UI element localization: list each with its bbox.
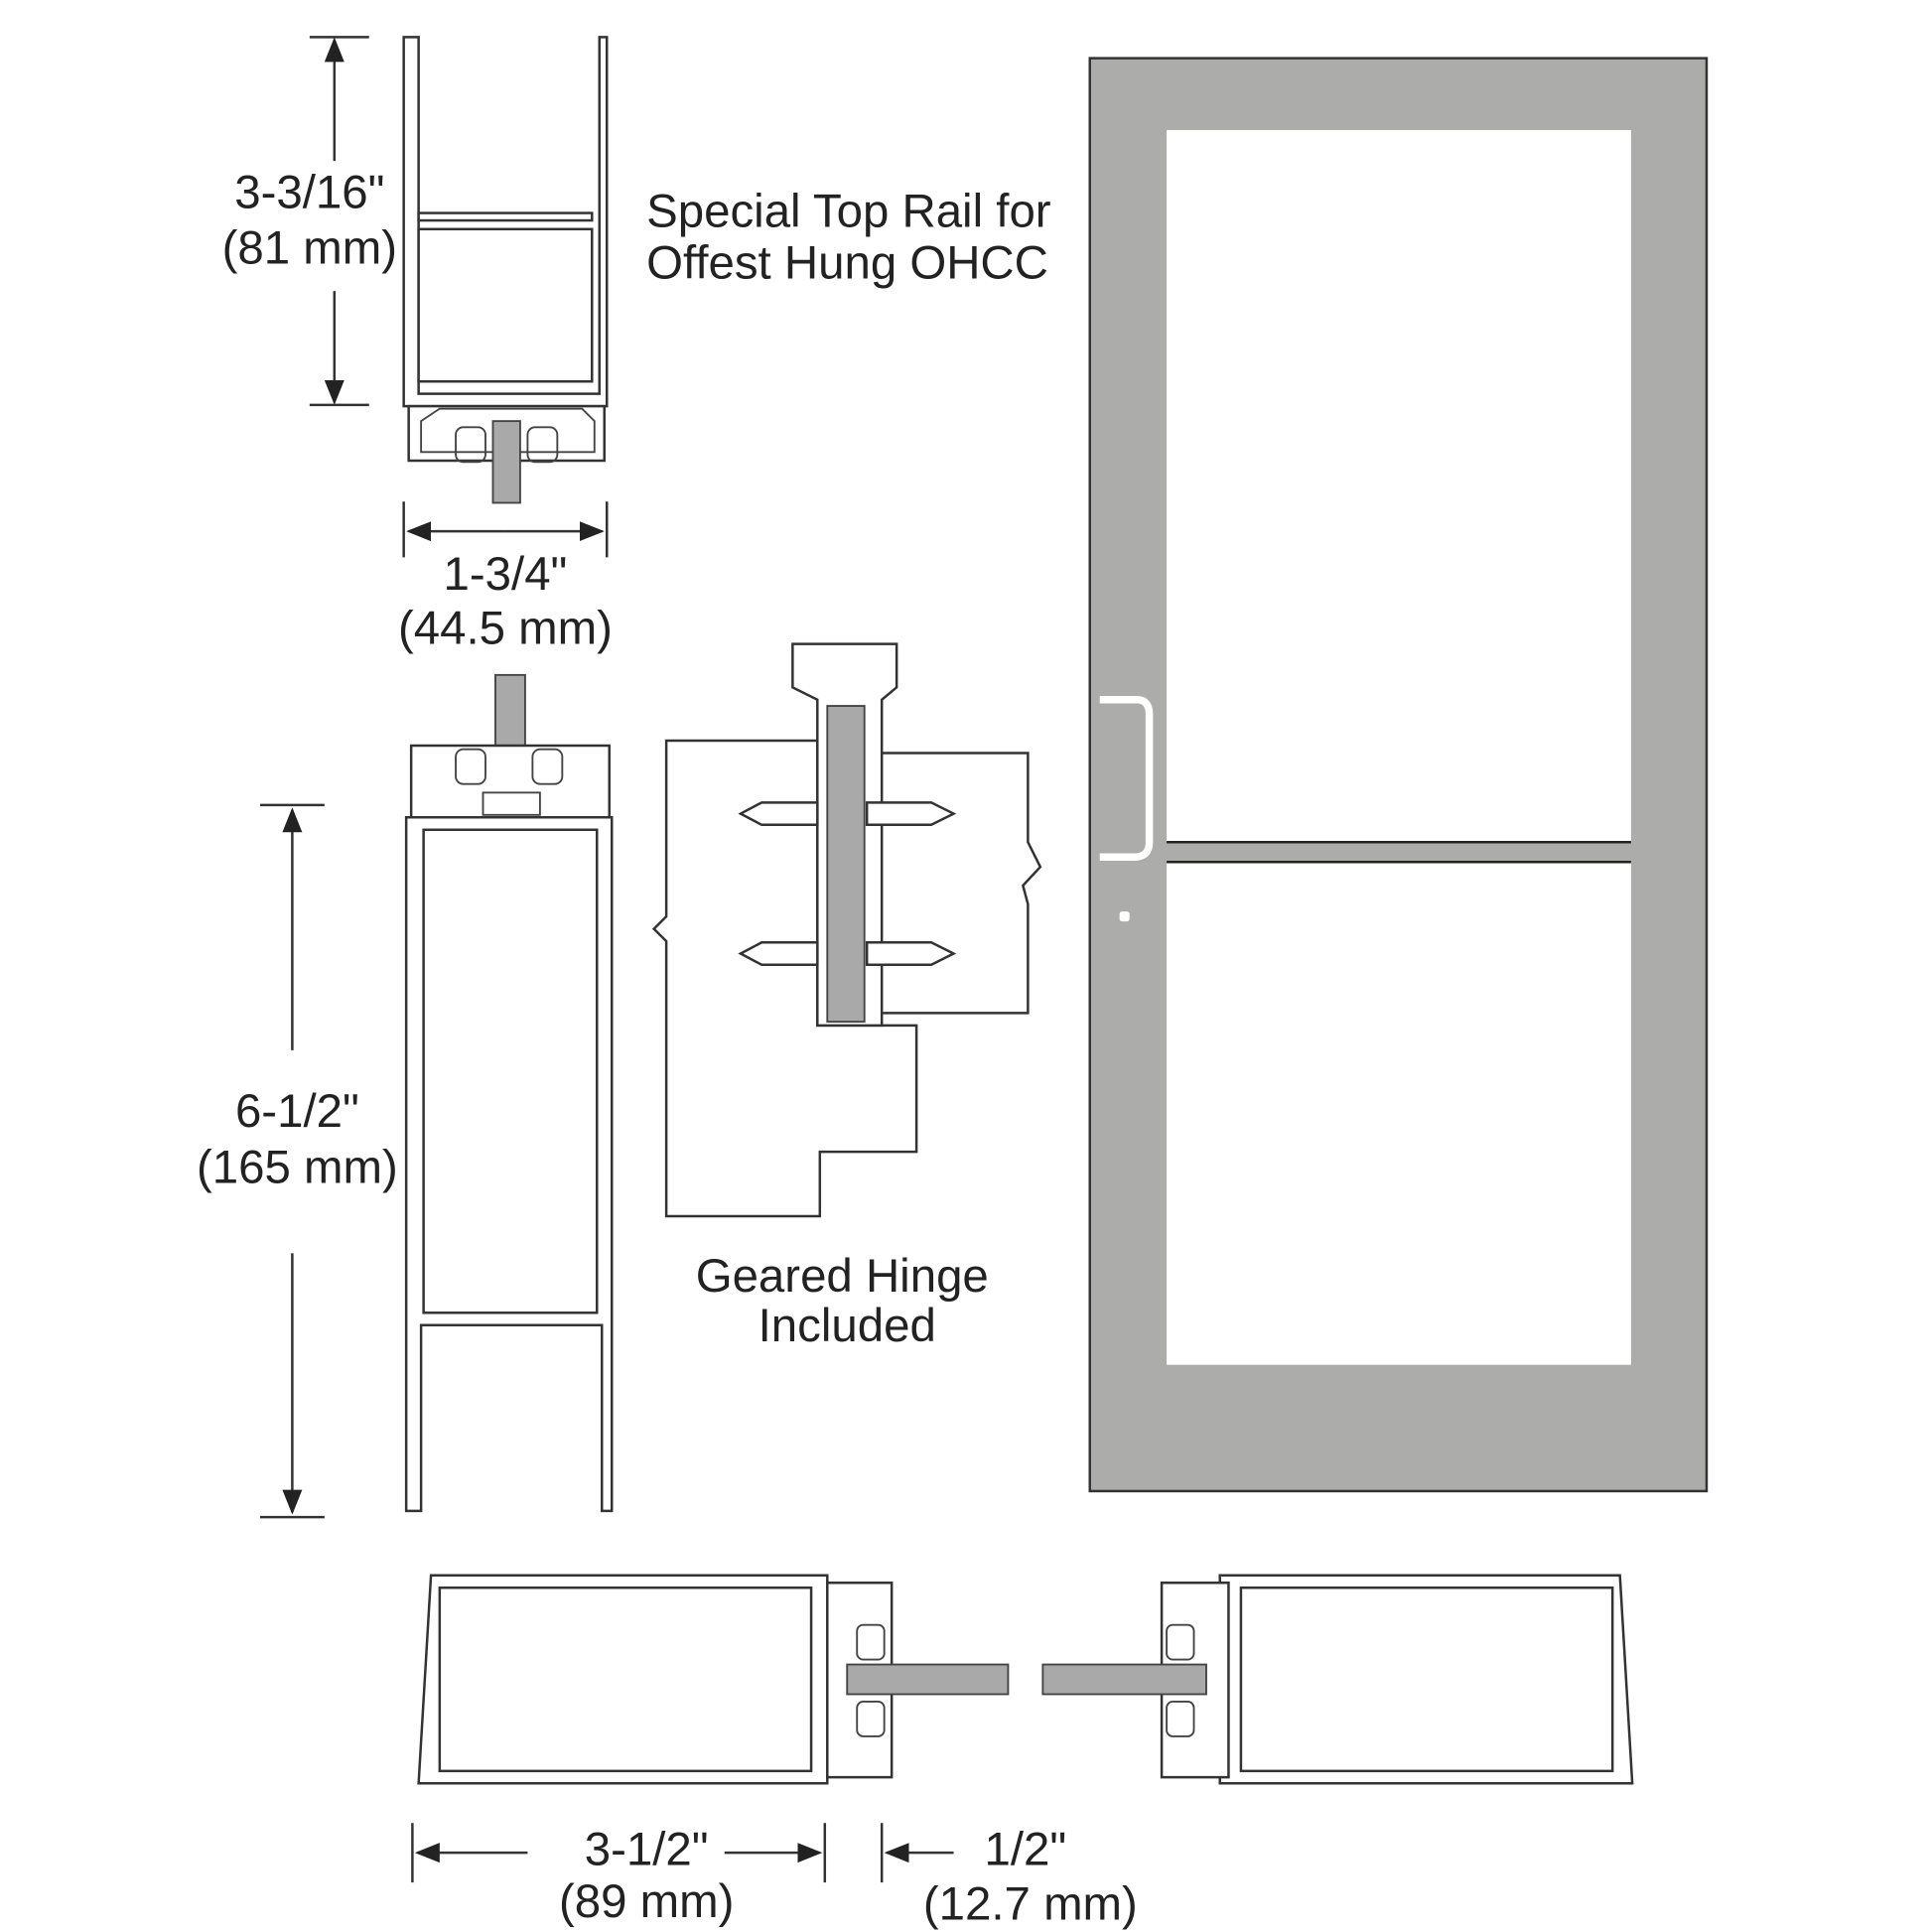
hinge-caption-2: Included <box>759 1300 936 1352</box>
top-rail-caption-1: Special Top Rail for <box>646 185 1050 237</box>
geared-hinge-drawing <box>651 642 1042 1218</box>
top-rail-profile <box>402 36 609 504</box>
top-rail-caption-2: Offest Hung OHCC <box>646 237 1048 290</box>
gap-dimension: 1/2" (12.7 mm) <box>880 1823 1138 1931</box>
bottom-rail-height-in: 6-1/2" <box>235 1085 359 1138</box>
door-pull-handle <box>1099 696 1154 861</box>
stile-width-mm: (89 mm) <box>559 1875 734 1928</box>
top-rail-width-mm: (44.5 mm) <box>398 603 613 655</box>
gap-width-in: 1/2" <box>985 1824 1067 1876</box>
top-rail-width-dimension: 1-3/4" (44.5 mm) <box>398 501 613 655</box>
door-elevation <box>1088 57 1709 1493</box>
top-rail-width-in: 1-3/4" <box>444 548 568 601</box>
stile-section-left <box>417 1574 1010 1785</box>
lock-cylinder <box>1119 911 1130 922</box>
stile-width-in: 3-1/2" <box>585 1824 709 1876</box>
bottom-rail-height-mm: (165 mm) <box>197 1141 398 1193</box>
top-rail-height-in: 3-3/16" <box>234 167 384 219</box>
stile-section-right <box>1041 1574 1634 1785</box>
bottom-rail-profile <box>404 673 614 1513</box>
gap-width-mm: (12.7 mm) <box>923 1878 1138 1931</box>
top-rail-height-dimension: 3-3/16" (81 mm) <box>222 36 397 407</box>
bottom-rail-height-dimension: 6-1/2" (165 mm) <box>197 803 398 1519</box>
hinge-caption-1: Geared Hinge <box>696 1250 989 1303</box>
top-rail-height-mm: (81 mm) <box>222 222 397 275</box>
stile-width-dimension: 3-1/2" (89 mm) <box>411 1823 827 1928</box>
